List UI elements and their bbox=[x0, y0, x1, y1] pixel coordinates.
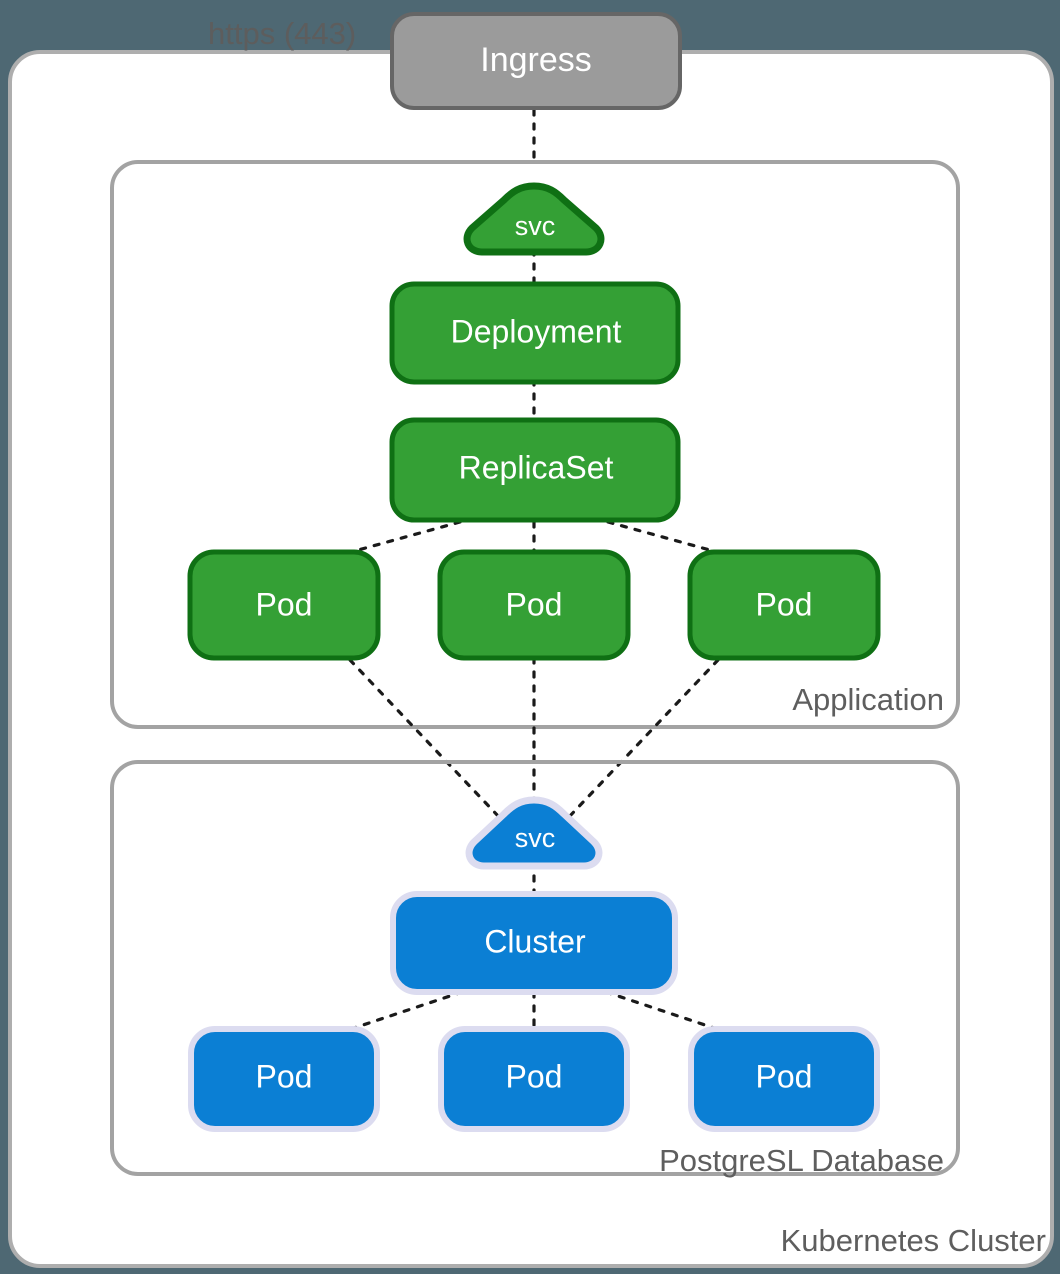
node-database-pod-1[interactable]: Pod bbox=[188, 1026, 380, 1132]
application-pod-3-label: Pod bbox=[756, 586, 813, 622]
database-pod-1-label: Pod bbox=[256, 1058, 313, 1094]
database-pod-3-shape bbox=[688, 1026, 880, 1132]
node-deployment[interactable]: Deployment bbox=[389, 281, 681, 385]
application-svc-shape bbox=[463, 182, 605, 256]
replicaset-label: ReplicaSet bbox=[459, 449, 614, 485]
connector-app-pod-left-to-db-svc bbox=[348, 658, 502, 820]
database-cluster-label: Cluster bbox=[484, 923, 586, 959]
ingress-shape bbox=[390, 12, 682, 110]
database-pod-2-shape bbox=[438, 1026, 630, 1132]
node-database-cluster[interactable]: Cluster bbox=[390, 891, 678, 995]
deployment-shape bbox=[389, 281, 681, 385]
connector-app-pod-right-to-db-svc bbox=[566, 658, 720, 820]
group-database-label: PostgreSL Database bbox=[659, 1143, 944, 1178]
ingress-edge-label: https (443) bbox=[208, 16, 356, 51]
deployment-label: Deployment bbox=[451, 313, 622, 349]
application-svc-label: svc bbox=[515, 211, 556, 241]
application-pod-2-shape bbox=[437, 549, 631, 661]
application-pod-2-label: Pod bbox=[506, 586, 563, 622]
database-svc-label: svc bbox=[515, 823, 556, 853]
ingress-label: Ingress bbox=[480, 41, 592, 79]
group-database[interactable] bbox=[110, 760, 960, 1176]
node-application-pod-2[interactable]: Pod bbox=[437, 549, 631, 661]
group-application-label: Application bbox=[792, 682, 944, 717]
connector-replicaset-to-pod-right bbox=[606, 520, 770, 568]
application-pod-1-label: Pod bbox=[256, 586, 313, 622]
node-database-service[interactable]: svc bbox=[465, 796, 603, 870]
application-pod-1-shape bbox=[187, 549, 381, 661]
connector-replicaset-to-pod-left bbox=[298, 520, 462, 568]
node-database-pod-2[interactable]: Pod bbox=[438, 1026, 630, 1132]
kubernetes-cluster-label: Kubernetes Cluster bbox=[781, 1223, 1046, 1258]
application-pod-3-shape bbox=[687, 549, 881, 661]
database-pod-3-label: Pod bbox=[756, 1058, 813, 1094]
node-application-pod-1[interactable]: Pod bbox=[187, 549, 381, 661]
database-pod-1-shape bbox=[188, 1026, 380, 1132]
node-replicaset[interactable]: ReplicaSet bbox=[389, 417, 681, 523]
database-pod-2-label: Pod bbox=[506, 1058, 563, 1094]
node-application-pod-3[interactable]: Pod bbox=[687, 549, 881, 661]
database-cluster-shape bbox=[390, 891, 678, 995]
node-ingress[interactable]: Ingress bbox=[390, 12, 682, 110]
node-database-pod-3[interactable]: Pod bbox=[688, 1026, 880, 1132]
replicaset-shape bbox=[389, 417, 681, 523]
node-application-service[interactable]: svc bbox=[463, 182, 605, 256]
database-svc-shape bbox=[465, 796, 603, 870]
